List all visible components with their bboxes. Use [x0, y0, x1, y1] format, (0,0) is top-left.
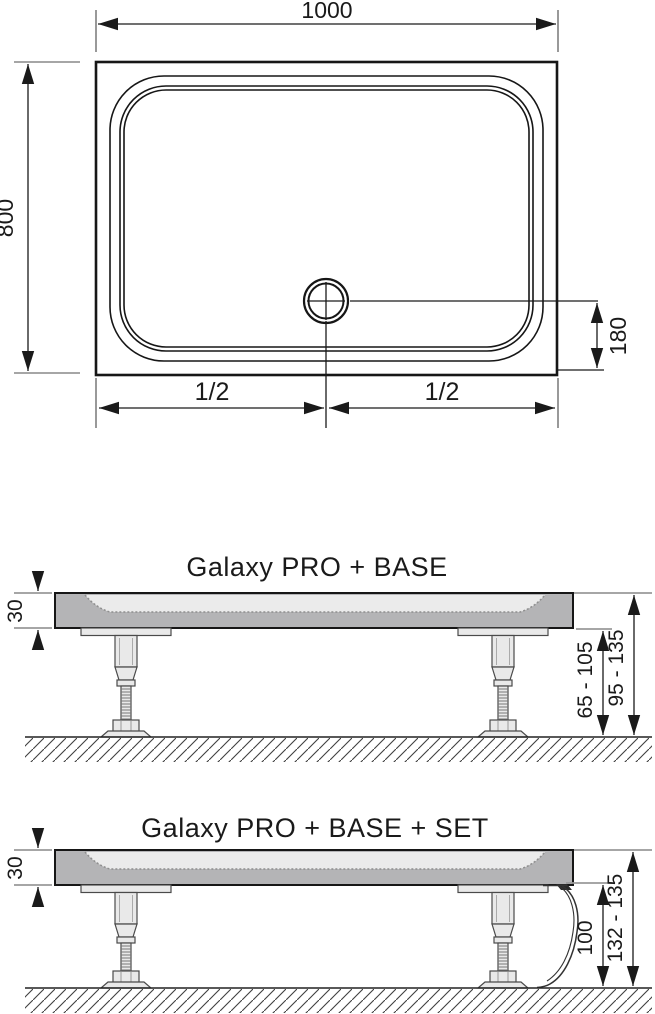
leg-left	[80, 627, 172, 738]
basin-dotted-edge	[84, 851, 546, 870]
dimension-leg-height: 65 - 105	[574, 628, 612, 735]
set-panel	[536, 884, 579, 989]
floor-base	[25, 736, 652, 762]
dimension-total-height-set: 132 - 135	[604, 852, 640, 986]
dimension-tray-height-base: 30	[4, 571, 52, 650]
dimension-halves: 1/2 1/2	[95, 378, 559, 428]
dimension-drain-offset: 180	[558, 303, 631, 371]
basin-dotted-edge	[84, 594, 546, 613]
dimension-total-height-base: 95 - 135	[605, 595, 641, 735]
tray-basin	[85, 852, 545, 869]
total-height-label-base: 95 - 135	[605, 629, 628, 706]
tray-height-label-set: 30	[4, 856, 27, 879]
plan-depth-label: 800	[0, 199, 18, 237]
half-right-label: 1/2	[425, 378, 460, 406]
side-view-set: Galaxy PRO + BASE + SET	[4, 813, 652, 1013]
half-left-label: 1/2	[195, 378, 230, 406]
drain-offset-label: 180	[605, 317, 631, 355]
base-title: Galaxy PRO + BASE	[186, 552, 447, 582]
dimension-panel-height: 100	[566, 882, 612, 986]
panel-height-label: 100	[574, 920, 597, 955]
drain-symbol	[302, 277, 598, 428]
dimension-depth: 800	[0, 61, 80, 374]
leg-right	[457, 884, 549, 989]
set-title: Galaxy PRO + BASE + SET	[141, 813, 489, 843]
tray-basin	[85, 595, 545, 612]
tray-height-label-base: 30	[4, 599, 27, 622]
plan-view: 1000 800 180	[0, 0, 631, 428]
plan-width-label: 1000	[301, 0, 352, 23]
tray-section-set	[54, 849, 652, 886]
total-height-label-set: 132 - 135	[604, 874, 627, 963]
dimension-width: 1000	[95, 0, 559, 52]
leg-right	[457, 627, 549, 738]
floor-set	[25, 987, 652, 1013]
leg-left	[80, 884, 172, 989]
side-view-base: Galaxy PRO + BASE 30 65 - 105	[4, 552, 652, 762]
dimension-tray-height-set: 30	[4, 828, 52, 907]
leg-height-label: 65 - 105	[574, 641, 597, 718]
tray-section-base	[54, 592, 652, 629]
